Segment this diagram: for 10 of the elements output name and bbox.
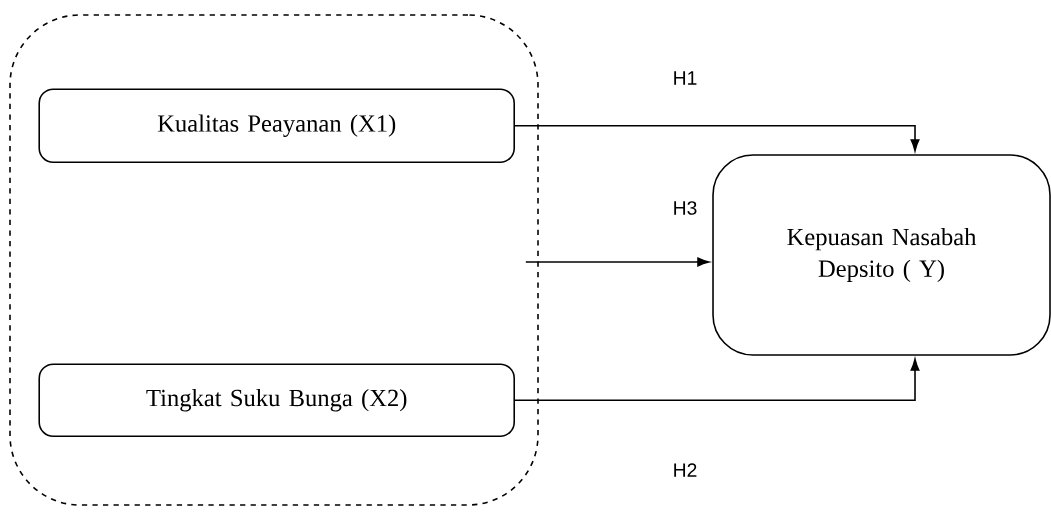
edge-label: H3 <box>670 199 700 217</box>
edge-label: H2 <box>670 461 700 479</box>
dashed-group-outline <box>9 14 539 506</box>
variable-box: Kualitas Peayanan (X1) <box>38 88 515 163</box>
arrow <box>514 124 920 152</box>
edge-label: H1 <box>670 69 700 87</box>
variable-box: Tingkat Suku Bunga (X2) <box>38 363 515 437</box>
variable-box: Kepuasan Nasabah Depsito ( Y) <box>712 154 1051 356</box>
arrow <box>514 358 920 401</box>
arrow <box>525 257 710 267</box>
